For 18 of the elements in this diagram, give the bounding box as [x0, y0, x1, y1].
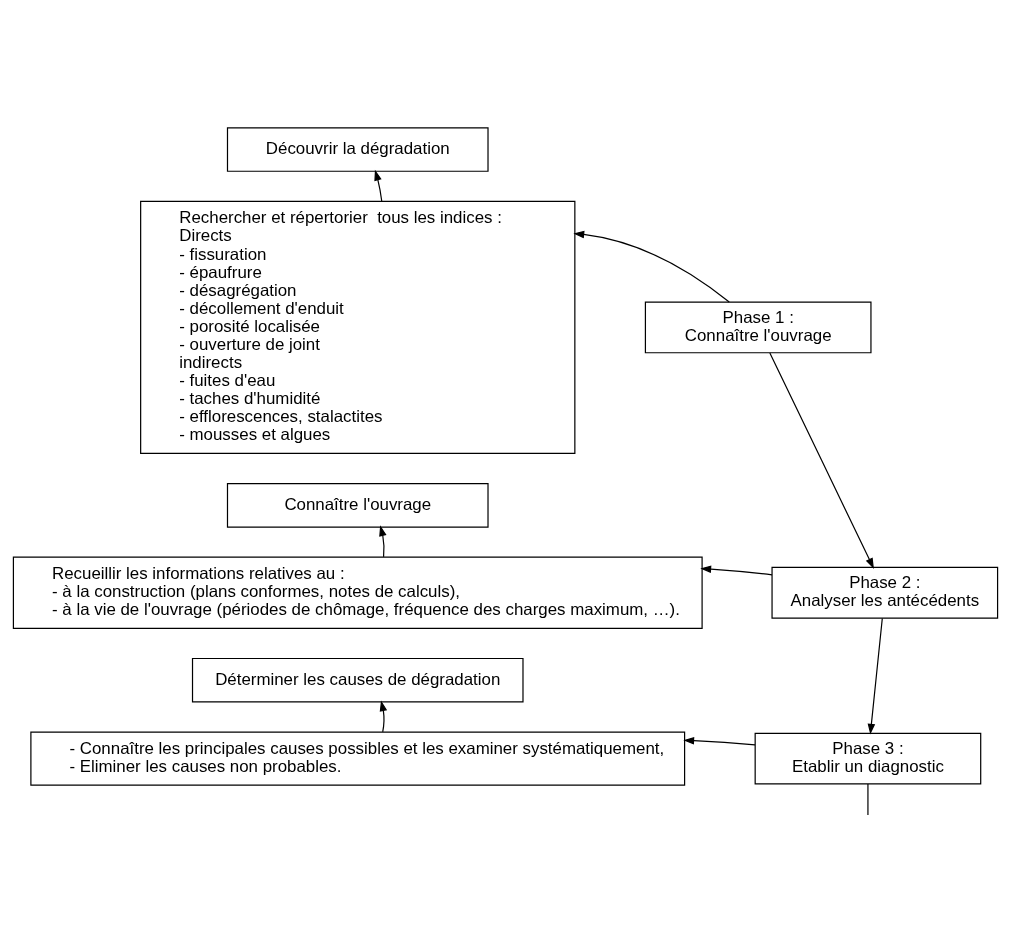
node-box: Découvrir la dégradation [226, 126, 489, 172]
arrow [683, 736, 756, 745]
arrow [379, 699, 388, 732]
node-box: Déterminer les causes de dégradation [191, 657, 524, 703]
arrow [379, 524, 387, 557]
node-box: Connaître l'ouvrage [226, 482, 489, 528]
node-box: - Connaître les principales causes possibles et les examiner systématiquement, - Eliminer les causes non probables. [30, 731, 686, 786]
connector [867, 782, 869, 816]
arrow [867, 617, 883, 735]
node-box: Phase 3 : Etablir un diagnostic [754, 732, 982, 785]
arrow [769, 351, 874, 569]
node-box: Phase 2 : Analyser les antécédents [771, 566, 999, 619]
node-box: Rechercher et répertorier tous les indices : Directs - fissuration - épaufrure - désagrégation - décollement d'enduit - porosité localisée - ouverture de joint indirects - fuites d'eau - taches d'humidité - efflorescences, stalactites - mousses et algues [140, 200, 576, 454]
arrow [700, 564, 773, 575]
arrow [374, 169, 383, 202]
node-box: Recueillir les informations relatives au : - à la construction (plans conformes, notes de calculs), - à la vie de l'ouvrage (périodes de chômage, fréquence des charges maximum, …). [12, 556, 703, 629]
arrow [573, 230, 730, 303]
node-box: Phase 1 : Connaître l'ouvrage [644, 301, 872, 353]
